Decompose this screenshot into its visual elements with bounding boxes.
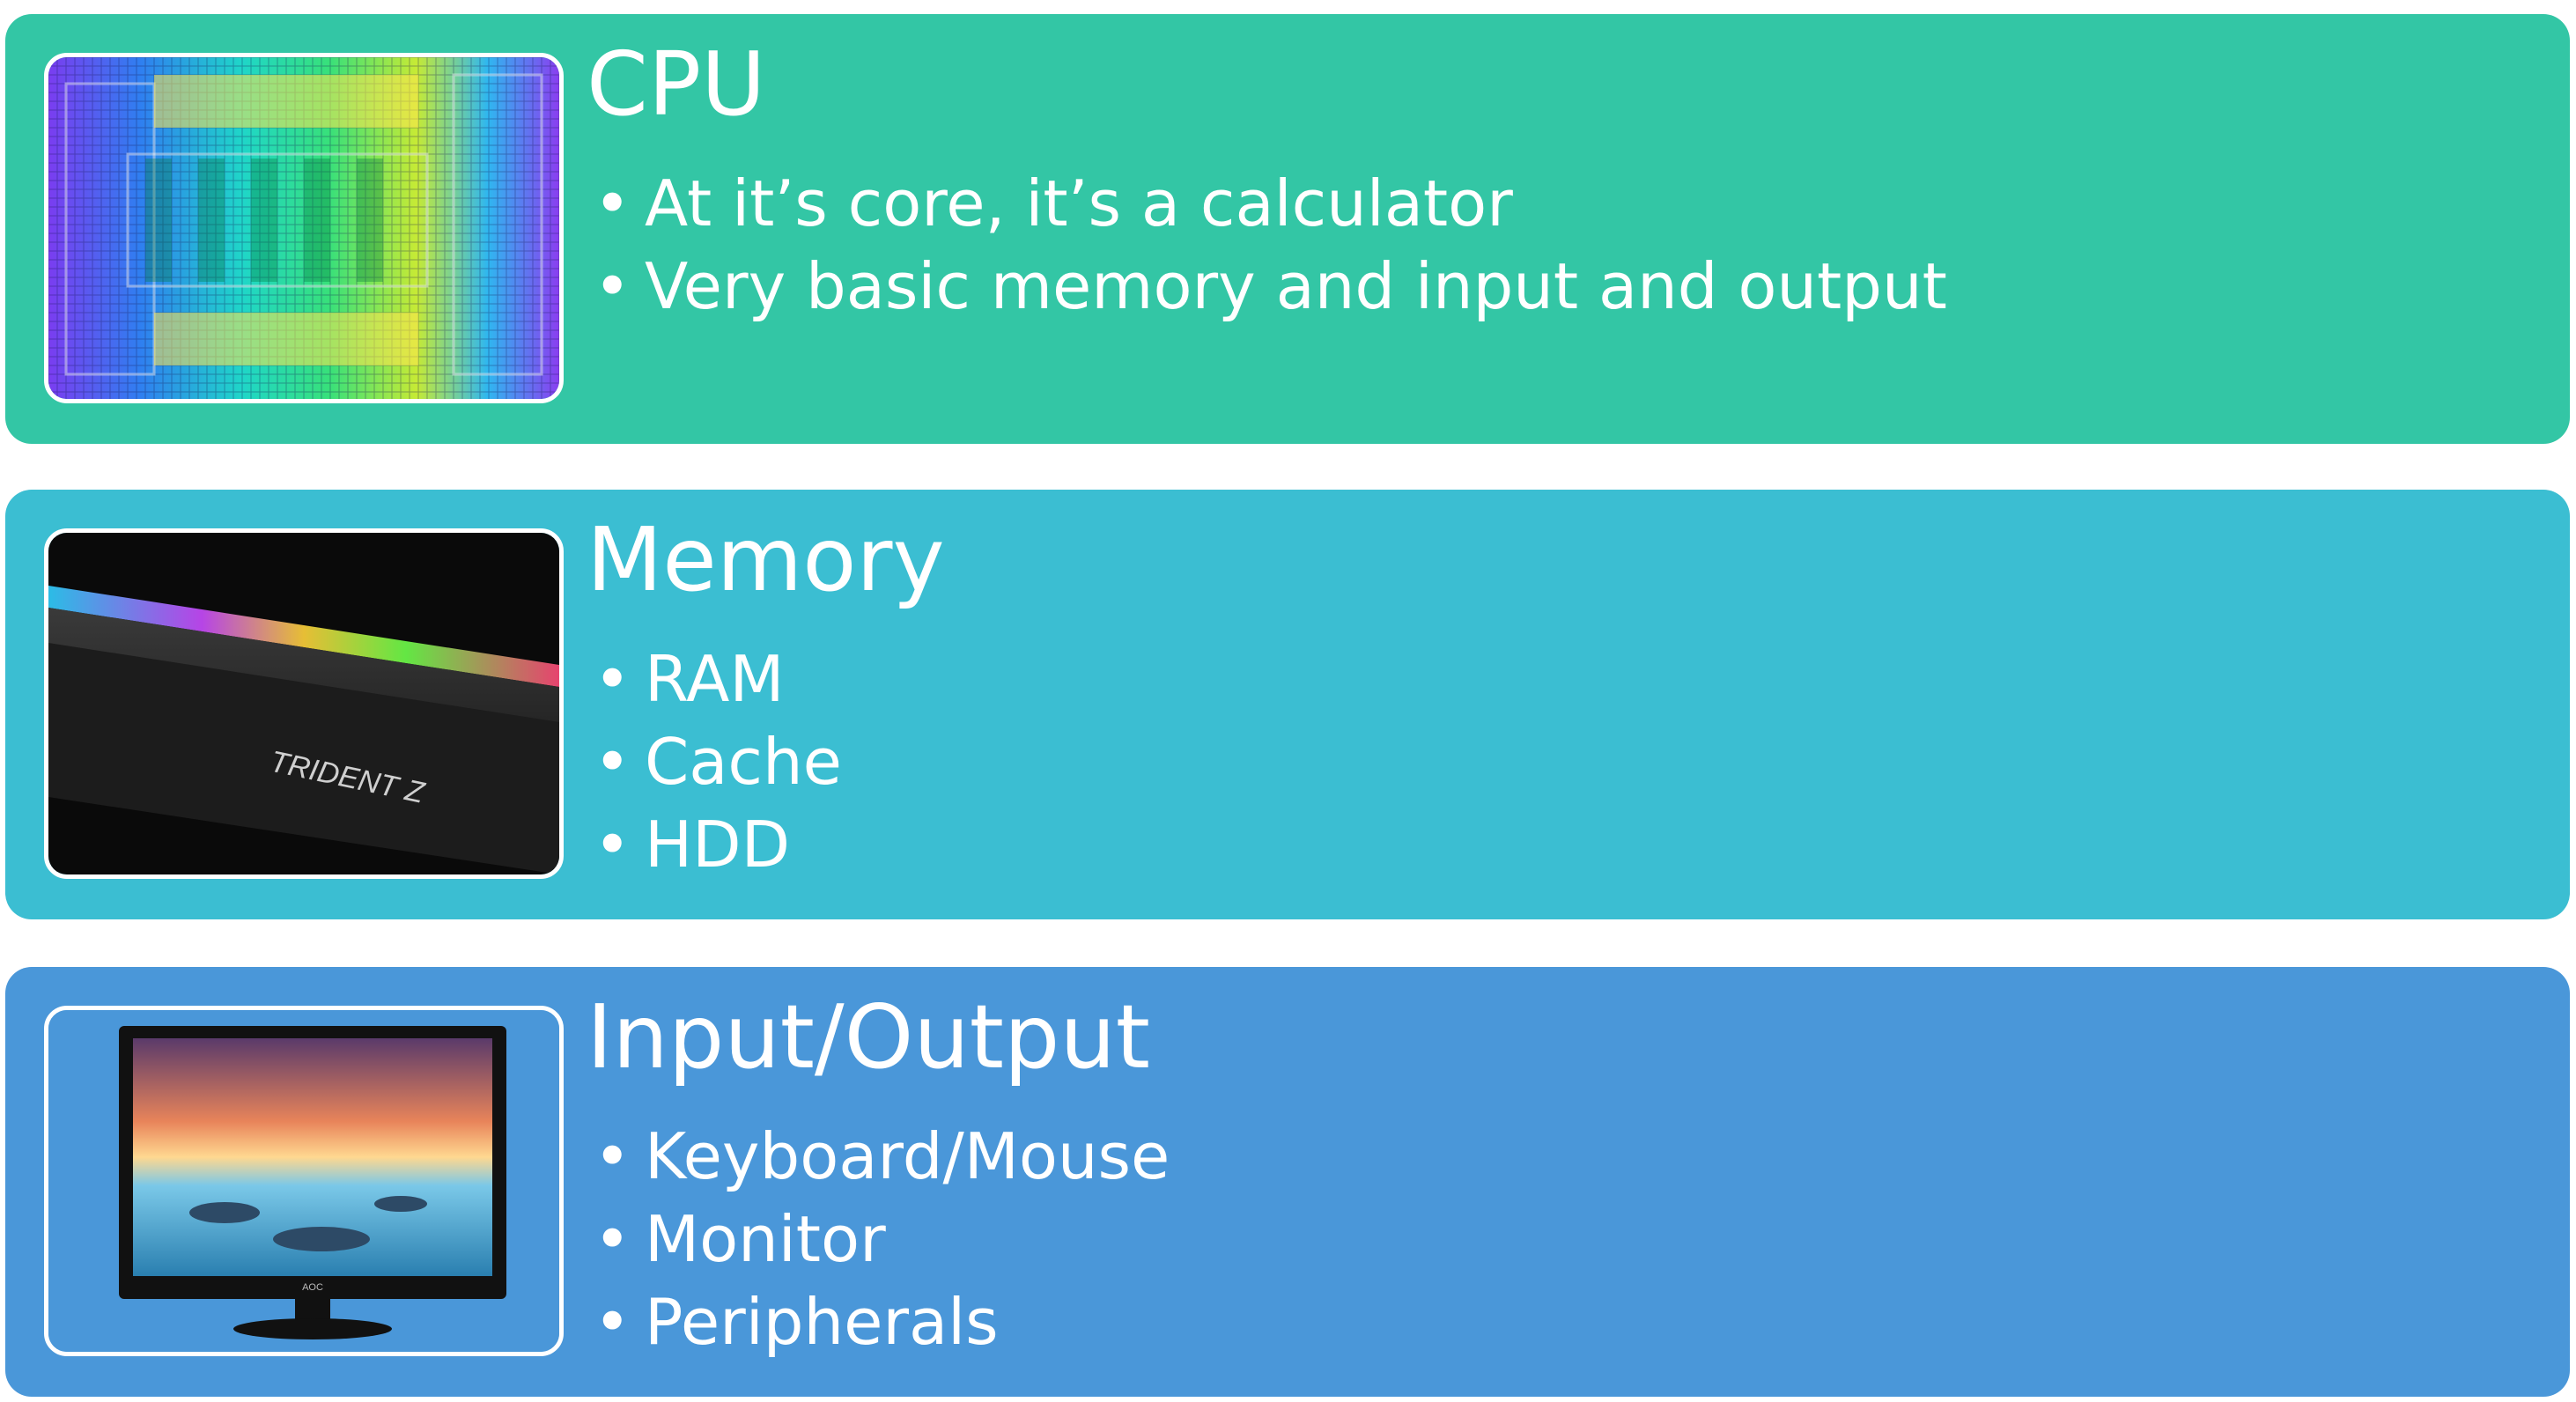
cpu-panel: CPU •At it’s core, it’s a calculator •Ve… xyxy=(5,14,2570,444)
monitor-graphic: AOC xyxy=(48,1010,559,1352)
panel-title: CPU xyxy=(587,33,766,136)
bullet-dot: • xyxy=(594,166,631,240)
bullet-item: •Monitor xyxy=(594,1198,1170,1280)
bullet-text: RAM xyxy=(645,642,785,716)
bullet-text: Keyboard/Mouse xyxy=(645,1119,1170,1193)
bullet-list: •At it’s core, it’s a calculator •Very b… xyxy=(594,162,1947,328)
bullet-dot: • xyxy=(594,725,631,799)
bullet-text: HDD xyxy=(645,808,791,882)
bullet-item: •Cache xyxy=(594,720,842,803)
bullet-text: At it’s core, it’s a calculator xyxy=(645,166,1513,240)
monitor-brand: AOC xyxy=(302,1282,323,1293)
bullet-dot: • xyxy=(594,1285,631,1359)
bullet-item: •Peripherals xyxy=(594,1280,1170,1363)
bullet-item: •HDD xyxy=(594,803,842,886)
bullet-list: •Keyboard/Mouse •Monitor •Peripherals xyxy=(594,1115,1170,1363)
bullet-dot: • xyxy=(594,1119,631,1193)
bullet-text: Monitor xyxy=(645,1202,886,1276)
bullet-item: •Very basic memory and input and output xyxy=(594,245,1947,328)
bullet-text: Cache xyxy=(645,725,842,799)
bullet-text: Peripherals xyxy=(645,1285,999,1359)
bullet-dot: • xyxy=(594,808,631,882)
bullet-dot: • xyxy=(594,249,631,323)
bullet-list: •RAM •Cache •HDD xyxy=(594,638,842,886)
bullet-item: •Keyboard/Mouse xyxy=(594,1115,1170,1198)
bullet-dot: • xyxy=(594,1202,631,1276)
bullet-text: Very basic memory and input and output xyxy=(645,249,1947,323)
bullet-dot: • xyxy=(594,642,631,716)
ram-module-image: TRIDENT Z xyxy=(44,528,564,879)
cpu-die-graphic xyxy=(48,57,559,399)
bullet-item: •At it’s core, it’s a calculator xyxy=(594,162,1947,245)
panel-title: Memory xyxy=(587,508,945,611)
panel-title: Input/Output xyxy=(587,985,1150,1088)
bullet-item: •RAM xyxy=(594,638,842,720)
io-panel: AOC Input/Output •Keyboard/Mouse •Monito… xyxy=(5,967,2570,1397)
cpu-die-image xyxy=(44,53,564,403)
memory-panel: TRIDENT Z Memory •RAM •Cache •HDD xyxy=(5,490,2570,919)
monitor-image: AOC xyxy=(44,1006,564,1356)
ram-module-graphic: TRIDENT Z xyxy=(48,533,559,874)
